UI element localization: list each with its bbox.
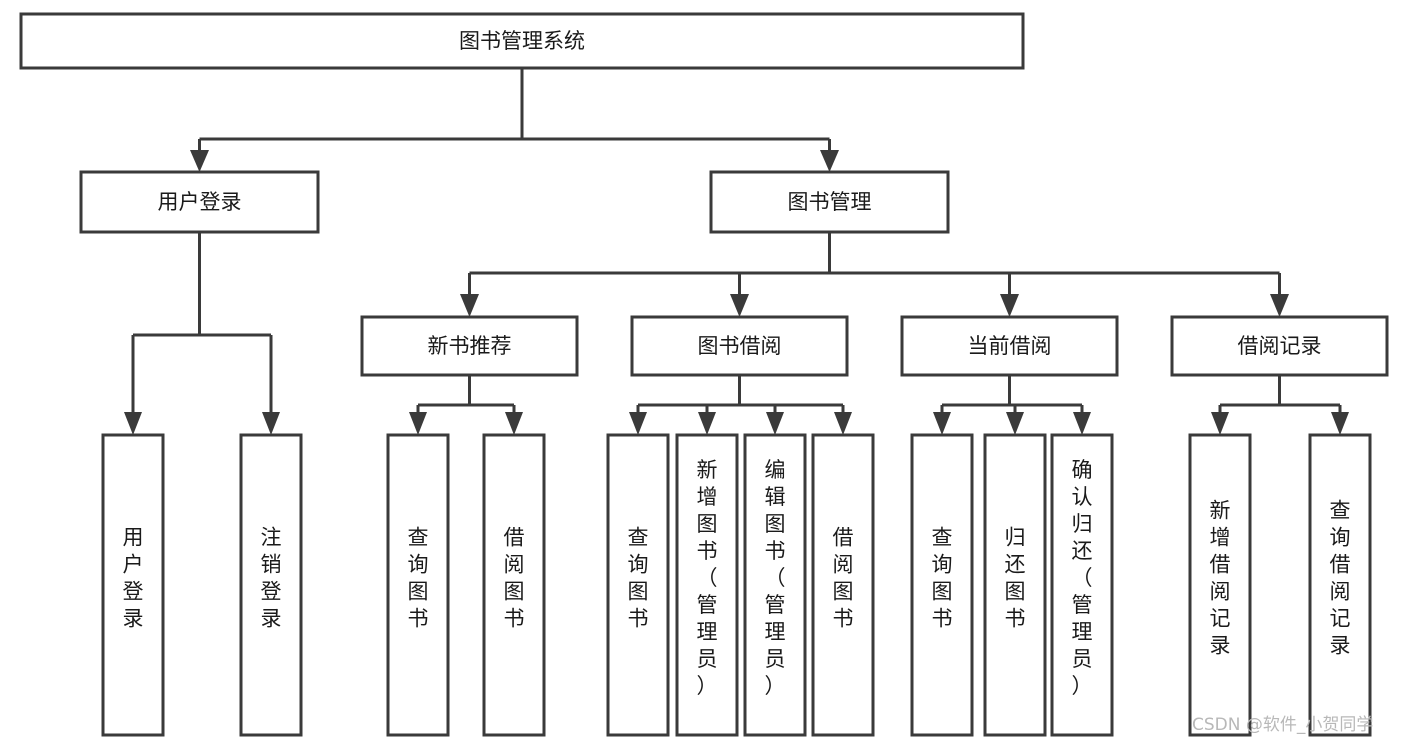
arrow-head-icon bbox=[505, 412, 523, 435]
arrow-head-icon bbox=[834, 412, 852, 435]
node-label-查询图书: 查询图书 bbox=[932, 526, 953, 631]
arrow-head-icon bbox=[262, 412, 280, 435]
node-box-图书借阅[interactable] bbox=[630, 315, 849, 377]
node-box-归还图书[interactable] bbox=[983, 433, 1047, 737]
arrow-head-icon bbox=[766, 412, 784, 435]
connector-layer bbox=[124, 68, 1349, 435]
node-label-查询图书: 查询图书 bbox=[628, 526, 649, 631]
node-leaf-3[interactable]: 借阅图书 bbox=[482, 433, 546, 737]
arrow-head-icon bbox=[1000, 294, 1019, 317]
node-level3-3[interactable]: 借阅记录 bbox=[1170, 315, 1389, 377]
node-level3-1[interactable]: 图书借阅 bbox=[630, 315, 849, 377]
arrow-head-icon bbox=[1073, 412, 1091, 435]
node-leaf-11[interactable]: 新增借阅记录 bbox=[1188, 433, 1252, 737]
node-level3-0[interactable]: 新书推荐 bbox=[360, 315, 579, 377]
node-label-借阅记录: 借阅记录 bbox=[1238, 334, 1322, 358]
arrow-head-icon bbox=[1331, 412, 1349, 435]
node-box-借阅记录[interactable] bbox=[1170, 315, 1389, 377]
node-label-用户登录: 用户登录 bbox=[123, 526, 144, 631]
node-label-查询图书: 查询图书 bbox=[408, 526, 429, 631]
node-leaf-8[interactable]: 查询图书 bbox=[910, 433, 974, 737]
node-leaf-10[interactable]: 确认归还（管理员） bbox=[1050, 433, 1114, 737]
arrow-head-icon bbox=[124, 412, 142, 435]
node-root-0[interactable]: 图书管理系统 bbox=[19, 12, 1025, 70]
node-box-查询借阅记录[interactable] bbox=[1308, 433, 1372, 737]
arrow-head-icon bbox=[1270, 294, 1289, 317]
node-label-图书借阅: 图书借阅 bbox=[698, 334, 782, 358]
node-level2-0[interactable]: 用户登录 bbox=[79, 170, 320, 234]
arrow-head-icon bbox=[629, 412, 647, 435]
node-box-查询图书[interactable] bbox=[606, 433, 670, 737]
arrow-head-icon bbox=[190, 150, 209, 172]
node-label-图书管理: 图书管理 bbox=[788, 190, 872, 214]
node-box-新增图书管理员[interactable] bbox=[675, 433, 739, 737]
node-leaf-5[interactable]: 新增图书（管理员） bbox=[675, 433, 739, 737]
node-box-新书推荐[interactable] bbox=[360, 315, 579, 377]
node-label-新增图书管理员: 新增图书（管理员） bbox=[697, 458, 718, 698]
arrow-head-icon bbox=[820, 150, 839, 172]
node-label-查询借阅记录: 查询借阅记录 bbox=[1330, 499, 1351, 658]
arrow-head-icon bbox=[730, 294, 749, 317]
node-box-新增借阅记录[interactable] bbox=[1188, 433, 1252, 737]
node-label-当前借阅: 当前借阅 bbox=[968, 334, 1052, 358]
node-box-用户登录[interactable] bbox=[79, 170, 320, 234]
node-leaf-1[interactable]: 注销登录 bbox=[239, 433, 303, 737]
node-label-借阅图书: 借阅图书 bbox=[504, 526, 525, 631]
node-leaf-6[interactable]: 编辑图书（管理员） bbox=[743, 433, 807, 737]
node-layer: 图书管理系统用户登录图书管理新书推荐图书借阅当前借阅借阅记录用户登录注销登录查询… bbox=[19, 12, 1389, 737]
arrow-head-icon bbox=[933, 412, 951, 435]
node-leaf-9[interactable]: 归还图书 bbox=[983, 433, 1047, 737]
node-box-编辑图书管理员[interactable] bbox=[743, 433, 807, 737]
arrow-head-icon bbox=[409, 412, 427, 435]
node-box-借阅图书[interactable] bbox=[811, 433, 875, 737]
node-box-注销登录[interactable] bbox=[239, 433, 303, 737]
node-label-确认归还管理员: 确认归还（管理员） bbox=[1072, 458, 1093, 698]
node-label-归还图书: 归还图书 bbox=[1005, 526, 1026, 631]
arrow-head-icon bbox=[460, 294, 479, 317]
node-label-注销登录: 注销登录 bbox=[261, 526, 282, 631]
node-leaf-4[interactable]: 查询图书 bbox=[606, 433, 670, 737]
node-label-新增借阅记录: 新增借阅记录 bbox=[1210, 499, 1231, 658]
node-box-用户登录[interactable] bbox=[101, 433, 165, 737]
node-box-当前借阅[interactable] bbox=[900, 315, 1119, 377]
node-label-图书管理系统: 图书管理系统 bbox=[459, 29, 585, 53]
node-label-用户登录: 用户登录 bbox=[158, 190, 242, 214]
node-box-查询图书[interactable] bbox=[910, 433, 974, 737]
arrow-head-icon bbox=[1211, 412, 1229, 435]
node-box-图书管理[interactable] bbox=[709, 170, 950, 234]
node-leaf-12[interactable]: 查询借阅记录 bbox=[1308, 433, 1372, 737]
node-leaf-7[interactable]: 借阅图书 bbox=[811, 433, 875, 737]
watermark-label: CSDN @软件_小贺同学 bbox=[1192, 715, 1373, 735]
node-label-编辑图书管理员: 编辑图书（管理员） bbox=[765, 458, 786, 698]
node-box-图书管理系统[interactable] bbox=[19, 12, 1025, 70]
node-label-借阅图书: 借阅图书 bbox=[833, 526, 854, 631]
node-leaf-2[interactable]: 查询图书 bbox=[386, 433, 450, 737]
node-label-新书推荐: 新书推荐 bbox=[428, 334, 512, 358]
node-box-查询图书[interactable] bbox=[386, 433, 450, 737]
node-level3-2[interactable]: 当前借阅 bbox=[900, 315, 1119, 377]
node-box-借阅图书[interactable] bbox=[482, 433, 546, 737]
node-box-确认归还管理员[interactable] bbox=[1050, 433, 1114, 737]
node-leaf-0[interactable]: 用户登录 bbox=[101, 433, 165, 737]
arrow-head-icon bbox=[1006, 412, 1024, 435]
node-level2-1[interactable]: 图书管理 bbox=[709, 170, 950, 234]
arrow-head-icon bbox=[698, 412, 716, 435]
